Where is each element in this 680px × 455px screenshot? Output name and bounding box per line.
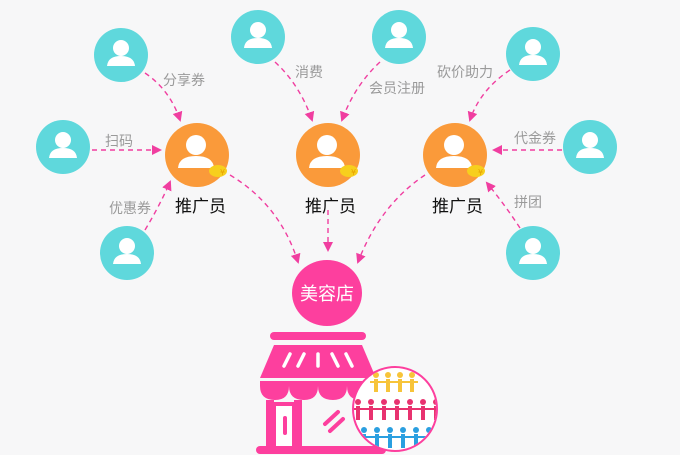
svg-text:¥: ¥ (220, 168, 225, 177)
promoter-node-3: ¥ (423, 123, 487, 187)
coin-icon (209, 165, 227, 177)
edge-label-share-coupon: 分享券 (163, 73, 205, 89)
svg-text:¥: ¥ (478, 168, 483, 177)
edge-label-scan: 扫码 (105, 134, 133, 150)
promoter-node-1: ¥ (165, 123, 229, 187)
user-node-share-coupon (94, 28, 148, 82)
user-icon (385, 22, 413, 48)
svg-text:¥: ¥ (351, 168, 356, 177)
community-people-icon (352, 366, 438, 452)
promoter-label-1: 推广员 (175, 197, 226, 217)
promoter-label-3: 推广员 (432, 197, 483, 217)
edge-label-group-buy: 拼团 (514, 195, 542, 211)
user-icon (49, 132, 77, 158)
user-node-group-buy (506, 226, 560, 280)
promoter-icon: ¥ (309, 135, 358, 177)
promoter-icon: ¥ (436, 135, 485, 177)
user-node-bargain (506, 27, 560, 81)
storefront-icon (256, 332, 438, 454)
beauty-salon-node: 美容店 (292, 260, 362, 326)
user-icon (113, 238, 141, 264)
promoter-label-2: 推广员 (305, 197, 356, 217)
promoter-node-2: ¥ (296, 123, 360, 187)
user-node-member-register (372, 10, 426, 64)
user-icon (519, 39, 547, 65)
edge-label-discount-coupon: 优惠券 (109, 201, 151, 217)
edge-label-voucher: 代金券 (514, 131, 556, 147)
coin-icon (340, 165, 358, 177)
user-icon (107, 40, 135, 66)
user-node-voucher (563, 120, 617, 174)
edge-label-consume: 消费 (295, 65, 323, 81)
user-icon (244, 22, 272, 48)
user-node-discount-coupon (100, 226, 154, 280)
user-node-consume (231, 10, 285, 64)
edge-label-bargain: 砍价助力 (437, 65, 493, 81)
edge-label-member-register: 会员注册 (369, 81, 425, 97)
user-node-scan (36, 120, 90, 174)
beauty-salon-label: 美容店 (300, 284, 354, 305)
user-icon (576, 132, 604, 158)
coin-icon (467, 165, 485, 177)
promoter-icon: ¥ (178, 135, 227, 177)
user-icon (519, 238, 547, 264)
